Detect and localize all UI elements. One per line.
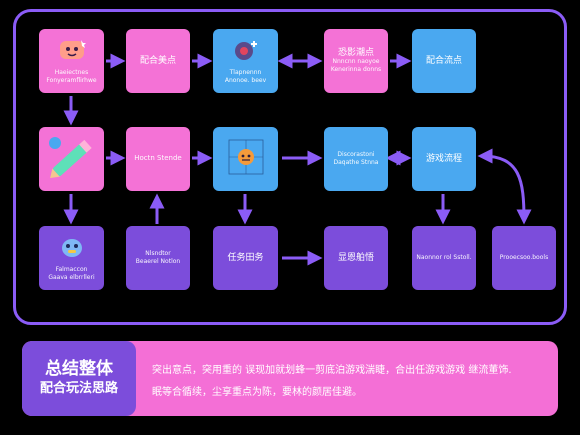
node-4-label: 恐影潮点	[337, 48, 374, 59]
node-1: Haeiectnes Fonyeramflirhwe	[39, 29, 104, 93]
node-2-label: 配合美点	[139, 55, 176, 66]
node-16-label: Prooecsoo.bools	[499, 254, 549, 262]
summary-text-line-2: 眠等合循续，尘享重点为陈，要林的颜居佳避。	[152, 387, 362, 398]
summary-text: 突出意点，突用重的 误现加就划蜂一剪底泊游戏湍睫，合出任游戏游戏 继流董饰. 眠…	[152, 360, 552, 404]
node-3-label: Tlapnennn	[229, 68, 262, 76]
node-3: Tlapnennn Anonoe. beev	[213, 29, 278, 93]
node-10-label: 游戏流程	[425, 153, 462, 164]
summary-badge: 总结整体 配合玩法思路	[22, 341, 136, 416]
node-1-sub: Fonyeramflirhwe	[46, 76, 97, 84]
summary-text-line-1: 突出意点，突用重的 误现加就划蜂一剪底泊游戏湍睫，合出任游戏游戏 继流董饰.	[152, 365, 512, 376]
diagram-frame	[13, 9, 567, 325]
target-bot-icon	[227, 138, 265, 180]
node-11-label: Falmaccon	[55, 265, 88, 273]
node-9-sub: Daqathe Stnna	[333, 159, 379, 166]
node-2: 配合美点	[126, 29, 190, 93]
node-7-label: Hoctn Stende	[134, 154, 182, 163]
node-5: 配合流点	[412, 29, 476, 93]
node-4: 恐影潮点 Nnncnn naoyoe Kenerinna donns	[324, 29, 388, 93]
node-6	[39, 127, 104, 191]
node-5-label: 配合流点	[425, 55, 462, 66]
node-11: Falmaccon Gaava elbrrlleri	[39, 226, 104, 290]
node-7: Hoctn Stende	[126, 127, 190, 191]
node-8	[213, 127, 278, 191]
node-9-label: Discorastoni	[337, 151, 375, 159]
node-12-label: Nlsndtor	[145, 250, 171, 258]
node-3-sub: Anonoe. beev	[224, 76, 267, 84]
node-13: 任务田务	[213, 226, 278, 290]
gear-bug-icon	[232, 38, 260, 66]
summary-subtitle: 配合玩法思路	[39, 381, 118, 397]
node-16: Prooecsoo.bools	[492, 226, 556, 290]
pencil-icon	[43, 129, 101, 189]
node-12-sub: Beaerel Notlon	[135, 258, 181, 265]
node-15: Naonnor rol Sstoll.	[412, 226, 476, 290]
node-14-label: 显恩舶悟	[337, 252, 374, 263]
node-10: 游戏流程	[412, 127, 476, 191]
node-9: Discorastoni Daqathe Stnna	[324, 127, 388, 191]
node-4-sub: Nnncnn naoyoe Kenerinna donns	[330, 58, 382, 74]
blue-creature-icon	[58, 235, 86, 263]
arrow-n10-n16	[477, 148, 532, 225]
node-1-label: Haeiectnes	[54, 68, 89, 76]
pink-monster-icon	[57, 38, 87, 66]
node-11-sub: Gaava elbrrlleri	[48, 273, 95, 281]
node-12: Nlsndtor Beaerel Notlon	[126, 226, 190, 290]
node-13-label: 任务田务	[227, 252, 264, 263]
node-14: 显恩舶悟	[324, 226, 388, 290]
summary-title: 总结整体	[45, 359, 113, 380]
node-15-label: Naonnor rol Sstoll.	[416, 254, 472, 262]
